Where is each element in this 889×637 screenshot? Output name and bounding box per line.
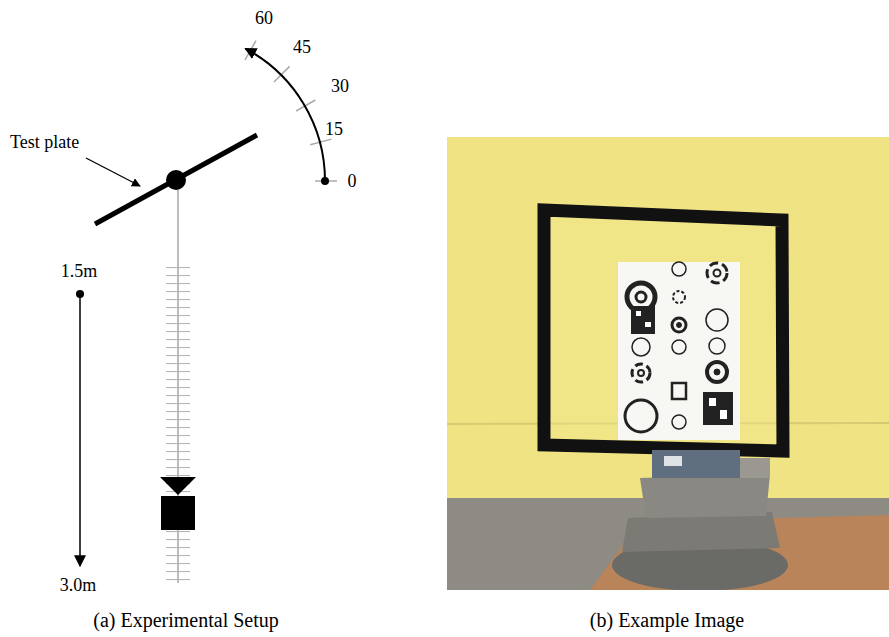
example-photo [447,137,889,590]
wall [447,137,889,590]
angle-value: 15 [325,120,343,140]
subfigure-caption: (b) Example Image [590,609,744,631]
subfigure-caption: (a) Experimental Setup [93,609,279,631]
leader-line [86,158,140,186]
camera-lens [160,477,196,495]
paper [618,262,740,440]
setup-diagram [76,41,337,583]
angle-ticks [245,41,337,181]
angle-value: 0 [348,172,357,192]
rail-ticks [166,267,190,583]
distance-label: 3.0m [60,576,97,596]
range-arrow [79,294,81,566]
test-plate [95,135,257,224]
angle-value: 60 [255,9,273,29]
camera-body [161,496,195,530]
angle-value: 45 [293,38,311,58]
frame [544,210,783,451]
angle-origin-dot [321,177,329,185]
angle-value: 30 [331,77,349,97]
rotation-arrow [245,49,325,181]
distance-label: 1.5m [61,262,98,282]
pivot [166,170,186,190]
callout-label: Test plate [10,133,79,153]
markers [625,262,733,432]
vise [612,450,788,590]
